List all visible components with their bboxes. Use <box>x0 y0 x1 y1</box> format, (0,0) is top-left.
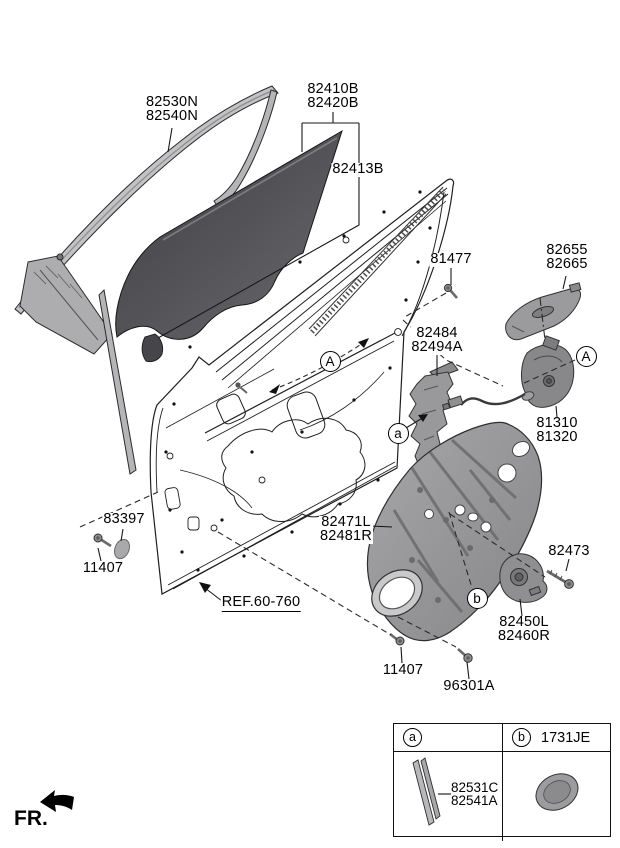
glass-run-channel-art <box>14 85 279 475</box>
bolt-11407-front-label: 11407 <box>81 560 125 576</box>
regulator-motor-art <box>499 553 548 603</box>
handle-base-art <box>505 282 582 341</box>
bolt-11407-bottom-label: 11407 <box>381 662 425 678</box>
bolt-11407-bottom-art <box>389 632 405 646</box>
front-direction-arrow-icon <box>40 790 74 812</box>
callout-A-door: A <box>319 350 341 372</box>
direction-arrowheads <box>199 338 428 593</box>
legend-strip-art <box>412 757 451 826</box>
bolt-81477-label: 81477 <box>429 251 473 267</box>
glass-pane-label: 82413B <box>331 161 385 177</box>
leader-lines <box>97 112 570 680</box>
legend-plug-art <box>535 773 579 811</box>
bolt-96301A-label: 96301A <box>442 678 496 694</box>
door-shell-art <box>149 178 455 595</box>
callout-A-latch: A <box>575 345 597 367</box>
legend-callout-a: a <box>403 728 422 747</box>
callout-a-bracket: a <box>387 422 409 444</box>
legend-cell-b <box>502 752 610 841</box>
bolt-11407-front-art <box>93 533 112 548</box>
bolt-82473-art <box>546 569 574 589</box>
assembly-dashed-lines <box>79 292 576 648</box>
grommet-83397-label: 83397 <box>102 511 146 527</box>
callout-b-panel: b <box>466 587 488 609</box>
front-direction-label: FR. <box>14 807 48 830</box>
legend-callout-b: b <box>512 728 531 747</box>
bolt-81477-art <box>443 283 458 299</box>
door-glass-art <box>115 129 343 363</box>
legend-header-a: a <box>394 724 502 752</box>
grommet-83397-art <box>114 538 130 560</box>
legend-header-b: b 1731JE <box>502 724 610 752</box>
bolt-82473-label: 82473 <box>547 543 591 559</box>
legend-code-1731JE: 1731JE <box>541 729 591 746</box>
door-latch-art <box>441 335 575 411</box>
bolt-96301A-art <box>457 648 473 663</box>
door-ref-label: REF.60-760 <box>220 594 302 612</box>
